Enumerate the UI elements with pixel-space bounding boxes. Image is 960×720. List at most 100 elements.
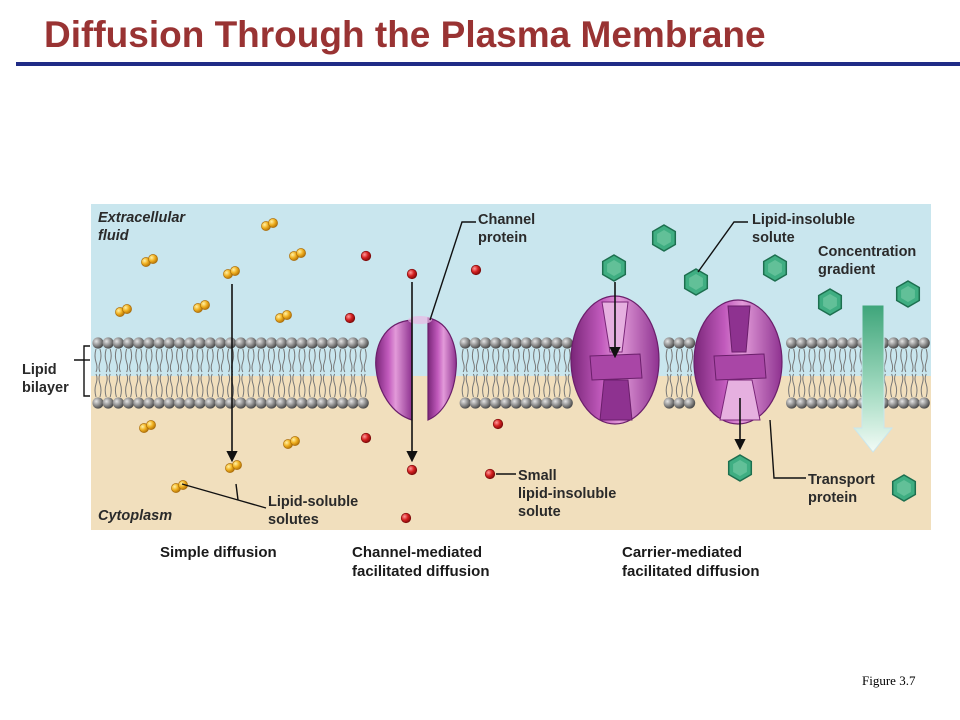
lipid-soluble-molecule bbox=[275, 310, 292, 323]
phospholipid bbox=[510, 337, 522, 409]
lipid-soluble-solutes bbox=[115, 218, 306, 493]
lipid-insoluble-molecule bbox=[817, 288, 843, 316]
channel-protein bbox=[375, 316, 457, 421]
phospholipid bbox=[684, 337, 696, 409]
lipid-soluble-molecule bbox=[139, 420, 156, 433]
lipid-insoluble-molecule bbox=[601, 254, 627, 282]
phospholipid bbox=[194, 337, 206, 409]
lipid-insoluble-molecule bbox=[895, 280, 921, 308]
phospholipid bbox=[796, 337, 808, 409]
extracellular-label-2: fluid bbox=[98, 228, 130, 244]
caption-simple-diffusion: Simple diffusion bbox=[160, 544, 277, 561]
phospholipid bbox=[816, 337, 828, 409]
phospholipid bbox=[296, 337, 308, 409]
phospholipid bbox=[327, 337, 339, 409]
gradient-label: Concentration bbox=[818, 244, 916, 260]
phospholipid bbox=[908, 337, 920, 409]
phospholipid bbox=[306, 337, 318, 409]
phospholipid bbox=[184, 337, 196, 409]
small-solute-label-3: solute bbox=[518, 504, 561, 520]
small-solute-molecule bbox=[344, 312, 356, 324]
transport-protein-label-2: protein bbox=[808, 490, 857, 506]
phospholipid bbox=[286, 337, 298, 409]
lipid-soluble-label: Lipid-soluble bbox=[268, 494, 358, 510]
phospholipid bbox=[888, 337, 900, 409]
phospholipid bbox=[245, 337, 257, 409]
channel-protein-label: Channel bbox=[478, 212, 535, 228]
lipid-soluble-molecule bbox=[261, 218, 278, 231]
title-underline bbox=[16, 62, 960, 66]
cytoplasm-label: Cytoplasm bbox=[98, 508, 172, 524]
phospholipid bbox=[123, 337, 135, 409]
lipid-insoluble-label: Lipid-insoluble bbox=[752, 212, 855, 228]
phospholipid bbox=[898, 337, 910, 409]
phospholipid bbox=[786, 337, 798, 409]
phospholipid bbox=[143, 337, 155, 409]
phospholipid bbox=[673, 337, 686, 409]
caption-channel-mediated: Channel-mediated bbox=[352, 544, 482, 561]
lipid-bilayer bbox=[92, 337, 930, 409]
small-solute-molecule bbox=[484, 468, 496, 480]
phospholipid bbox=[235, 337, 247, 409]
phospholipid bbox=[204, 337, 216, 409]
small-solute-molecule bbox=[400, 512, 412, 524]
lipid-soluble-molecule bbox=[193, 300, 210, 313]
slide-title: Diffusion Through the Plasma Membrane bbox=[44, 14, 766, 55]
lipid-insoluble-molecule bbox=[651, 224, 677, 252]
lipid-soluble-label-2: solutes bbox=[268, 512, 319, 528]
lipid-bilayer-label: Lipid bbox=[22, 362, 57, 378]
phospholipid bbox=[153, 337, 165, 409]
phospholipid bbox=[133, 337, 145, 409]
extracellular-label: Extracellular bbox=[98, 210, 186, 226]
small-solute-molecule bbox=[406, 464, 418, 476]
phospholipid bbox=[847, 337, 859, 409]
small-solute-molecule bbox=[360, 432, 372, 444]
lipid-insoluble-label-2: solute bbox=[752, 230, 795, 246]
phospholipid bbox=[337, 337, 349, 409]
gradient-label-2: gradient bbox=[818, 262, 875, 278]
phospholipid bbox=[92, 337, 104, 409]
caption-carrier-mediated: Carrier-mediated bbox=[622, 544, 742, 561]
lipid-soluble-molecule bbox=[289, 248, 306, 261]
lipid-bilayer-label-2: bilayer bbox=[22, 380, 69, 396]
transport-protein bbox=[693, 299, 783, 425]
transport-protein-label: Transport bbox=[808, 472, 875, 488]
phospholipid bbox=[347, 337, 359, 409]
caption-carrier-mediated-2: facilitated diffusion bbox=[622, 563, 760, 580]
small-solute-molecule bbox=[470, 264, 482, 276]
lipid-insoluble-molecule bbox=[762, 254, 788, 282]
lipid-soluble-molecule bbox=[283, 436, 300, 449]
small-solute-molecule bbox=[360, 250, 372, 262]
lipid-soluble-molecule bbox=[223, 266, 240, 279]
small-solute-molecule bbox=[492, 418, 504, 430]
phospholipid bbox=[663, 337, 675, 409]
phospholipid bbox=[459, 337, 471, 409]
lipid-soluble-molecule bbox=[141, 254, 158, 267]
phospholipid bbox=[561, 337, 573, 409]
channel-protein-label-2: protein bbox=[478, 230, 527, 246]
phospholipid bbox=[551, 337, 563, 409]
small-solute-label-2: lipid-insoluble bbox=[518, 486, 616, 502]
lipid-insoluble-molecule bbox=[683, 268, 709, 296]
phospholipid bbox=[163, 337, 175, 409]
carrier-protein-open-out bbox=[570, 295, 660, 425]
leader-lines bbox=[74, 221, 806, 509]
phospholipid bbox=[520, 337, 533, 409]
phospholipid bbox=[826, 337, 839, 409]
phospholipid bbox=[255, 337, 267, 409]
phospholipid bbox=[102, 337, 114, 409]
phospholipid bbox=[806, 337, 818, 409]
phospholipid bbox=[214, 337, 226, 409]
phospholipid bbox=[357, 337, 369, 409]
lipid-soluble-molecule bbox=[115, 304, 132, 317]
small-lipid-insoluble-solutes bbox=[344, 250, 504, 524]
small-solute-molecule bbox=[406, 268, 418, 280]
phospholipid bbox=[490, 337, 502, 409]
phospholipid bbox=[112, 337, 124, 409]
phospholipid bbox=[500, 337, 512, 409]
concentration-gradient-arrow bbox=[852, 304, 894, 453]
caption-channel-mediated-2: facilitated diffusion bbox=[352, 563, 490, 580]
phospholipid bbox=[837, 337, 849, 409]
phospholipid bbox=[316, 337, 328, 409]
